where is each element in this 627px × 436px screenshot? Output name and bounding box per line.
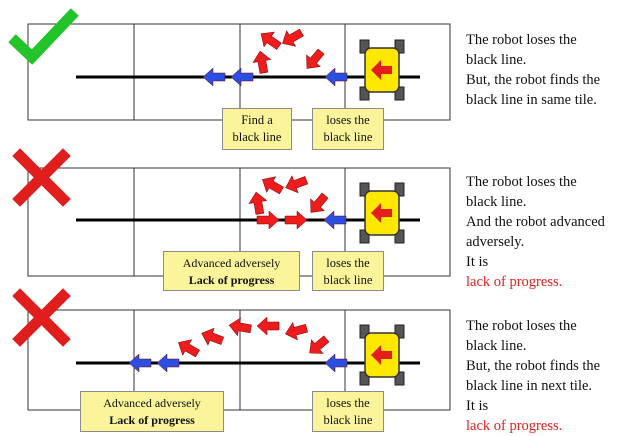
check-icon xyxy=(8,8,79,65)
red-arrow-icon xyxy=(285,321,308,341)
status-cross xyxy=(12,148,71,207)
robot-direction-arrow xyxy=(371,345,392,365)
red-arrow-icon xyxy=(306,48,325,69)
red-arrow-icon xyxy=(201,327,225,346)
blue-arrow-icon xyxy=(323,210,347,230)
status-cross xyxy=(12,288,71,347)
red-arrow-icon xyxy=(252,50,272,74)
callout-loses-black-line: loses the black line xyxy=(312,251,384,291)
blue-arrow-icon xyxy=(324,353,348,373)
robot xyxy=(359,182,405,244)
tile-diagram-3 xyxy=(27,309,451,411)
callout-advanced-adversely: Advanced adversely Lack of progress xyxy=(80,391,224,432)
callout-loses-black-line: loses the black line xyxy=(312,108,384,150)
description: The robot loses the black line. And the … xyxy=(466,174,605,290)
robot-direction-arrow xyxy=(371,60,392,80)
red-arrow-icon xyxy=(256,316,280,336)
red-arrow-icon xyxy=(284,210,308,230)
blue-arrow-icon xyxy=(230,67,254,87)
status-check xyxy=(8,8,79,65)
tile-diagram-1 xyxy=(27,23,451,121)
panel-next-tile: Advanced adversely Lack of progress lose… xyxy=(0,285,627,434)
red-arrow-icon xyxy=(260,31,282,50)
red-arrow-icon xyxy=(309,335,330,354)
cross-icon xyxy=(12,148,71,207)
robot xyxy=(359,324,405,386)
cross-icon xyxy=(12,288,71,347)
red-arrow-icon xyxy=(282,28,304,47)
robot xyxy=(359,39,405,101)
callout-find-black-line: Find a black line xyxy=(222,108,292,150)
blue-arrow-icon xyxy=(156,353,180,373)
description: The robot loses the black line. But, the… xyxy=(466,318,601,434)
callout-loses-black-line: loses the black line xyxy=(312,391,384,432)
red-arrow-icon xyxy=(285,175,309,194)
red-arrow-icon xyxy=(248,191,268,215)
red-arrow-icon xyxy=(310,192,329,213)
red-arrow-icon xyxy=(256,210,280,230)
robot-direction-arrow xyxy=(371,203,392,223)
blue-arrow-icon xyxy=(128,353,152,373)
tile-diagram-2 xyxy=(27,167,451,277)
panel-advanced-adversely: Advanced adversely Lack of progress lose… xyxy=(0,145,627,291)
tile-grid xyxy=(27,309,451,411)
blue-arrow-icon xyxy=(202,67,226,87)
red-arrow-icon xyxy=(178,339,200,358)
callout-advanced-adversely: Advanced adversely Lack of progress xyxy=(163,251,300,291)
red-arrow-icon xyxy=(228,317,252,337)
description: The robot loses the black line. But, the… xyxy=(466,32,601,108)
red-arrow-icon xyxy=(262,176,284,195)
blue-arrow-icon xyxy=(324,67,348,87)
panel-same-tile: Find a black line loses the black line T… xyxy=(0,0,627,150)
